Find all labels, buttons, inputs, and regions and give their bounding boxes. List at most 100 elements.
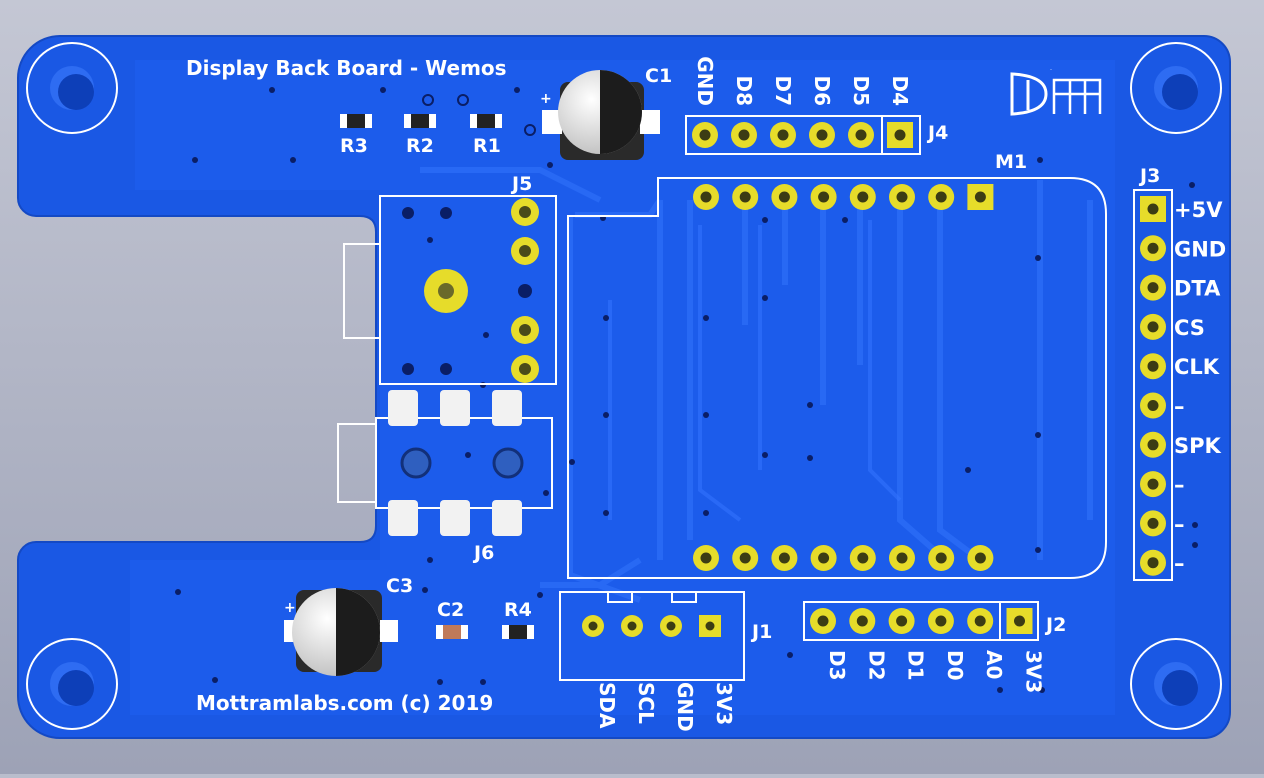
j4-outline bbox=[685, 115, 921, 155]
mounting-holes bbox=[26, 42, 1222, 730]
pin-label: SCL bbox=[634, 682, 658, 724]
m1-pin bbox=[849, 545, 876, 571]
label-c1: C1 bbox=[645, 65, 672, 87]
j4-pin bbox=[770, 122, 796, 148]
m1-pin bbox=[928, 184, 955, 210]
j3-pins bbox=[1140, 196, 1166, 576]
j4-pin bbox=[848, 122, 874, 148]
j6-connector bbox=[337, 390, 553, 536]
m1-pin bbox=[849, 184, 876, 210]
pin-label: 3V3 bbox=[712, 682, 736, 725]
j3-pin bbox=[1140, 549, 1166, 576]
j2-pin bbox=[849, 608, 876, 634]
j3-pin bbox=[1140, 274, 1166, 301]
label-m1: M1 bbox=[995, 151, 1027, 173]
dm-logo bbox=[1010, 72, 1102, 116]
m1-pin bbox=[732, 184, 759, 210]
j3-pin bbox=[1140, 471, 1166, 498]
pin-label: CS bbox=[1174, 316, 1205, 340]
svg-text:+: + bbox=[540, 91, 552, 107]
j4-pin-labels: GND D8 D7 D6 D5 D4 bbox=[693, 56, 912, 106]
m1-pin bbox=[967, 184, 994, 210]
board-footer: Mottramlabs.com (c) 2019 bbox=[196, 691, 493, 715]
capacitor-c1: + bbox=[540, 70, 660, 160]
pin-label: D6 bbox=[810, 75, 834, 106]
label-c2: C2 bbox=[437, 599, 464, 621]
m1-pin bbox=[693, 184, 719, 210]
pin-label: D7 bbox=[771, 75, 795, 106]
pin-label: – bbox=[1174, 552, 1185, 576]
pin-label: GND bbox=[693, 56, 717, 106]
m1-pin bbox=[810, 545, 837, 571]
pin-label: +5V bbox=[1174, 198, 1223, 222]
resistors-top bbox=[340, 114, 502, 128]
m1-pin bbox=[928, 545, 955, 571]
pin-label: A0 bbox=[982, 650, 1006, 679]
j2-outline bbox=[803, 601, 1039, 641]
pin-label: D4 bbox=[888, 75, 912, 106]
svg-text:+: + bbox=[284, 600, 296, 616]
j2-pins bbox=[810, 608, 1033, 634]
pin-label: D0 bbox=[943, 650, 967, 681]
j3-pin bbox=[1140, 196, 1166, 222]
j3-pin-labels: +5V GND DTA CS CLK – SPK – – – bbox=[1174, 198, 1226, 576]
j3-pin bbox=[1140, 510, 1166, 537]
pin-label: – bbox=[1174, 473, 1185, 497]
label-r3: R3 bbox=[340, 135, 368, 157]
pin-label: D8 bbox=[732, 75, 756, 106]
j2-pin bbox=[888, 608, 915, 634]
pin-label: 3V3 bbox=[1022, 650, 1046, 693]
label-c3: C3 bbox=[386, 575, 413, 597]
m1-pin bbox=[732, 545, 759, 571]
m1-pin bbox=[889, 545, 915, 571]
pin-label: GND bbox=[673, 682, 697, 732]
j3-pin bbox=[1140, 353, 1166, 380]
pin-label: D5 bbox=[849, 75, 873, 106]
pin-label: – bbox=[1174, 395, 1185, 419]
m1-pin bbox=[889, 184, 915, 210]
j1-pin bbox=[582, 615, 604, 637]
j3-pin bbox=[1140, 313, 1166, 340]
label-r4: R4 bbox=[504, 599, 532, 621]
pin-label: – bbox=[1174, 512, 1185, 536]
m1-pin bbox=[967, 545, 994, 571]
traces-light bbox=[608, 220, 902, 522]
label-r2: R2 bbox=[406, 135, 434, 157]
label-j6: J6 bbox=[472, 542, 494, 564]
pin-label: D3 bbox=[825, 650, 849, 681]
j4-pins bbox=[692, 122, 913, 148]
j2-pin bbox=[927, 608, 954, 634]
j4-pin bbox=[809, 122, 835, 148]
pin-label: CLK bbox=[1174, 355, 1220, 379]
pin-label: GND bbox=[1174, 237, 1226, 261]
label-j4: J4 bbox=[926, 122, 948, 144]
m1-pins bbox=[693, 184, 994, 571]
pin-label: SPK bbox=[1174, 434, 1222, 458]
j4-pin bbox=[692, 122, 718, 148]
j1-pin bbox=[660, 615, 682, 637]
label-j5: J5 bbox=[510, 173, 532, 195]
pin-label: D1 bbox=[904, 650, 928, 681]
capacitor-c3: + bbox=[284, 588, 398, 676]
c2-r4 bbox=[436, 625, 534, 639]
j1-pin bbox=[699, 615, 721, 637]
j2-pin bbox=[810, 608, 836, 634]
j3-pin bbox=[1140, 235, 1166, 262]
pin-label: DTA bbox=[1174, 277, 1221, 301]
m1-outline bbox=[567, 177, 1107, 579]
m1-pin bbox=[771, 545, 798, 571]
label-j3: J3 bbox=[1138, 165, 1160, 187]
j5-pins bbox=[402, 198, 539, 383]
j2-pin bbox=[1006, 608, 1033, 634]
j1-pin bbox=[621, 615, 643, 637]
j4-pin bbox=[887, 122, 913, 148]
board-title: Display Back Board - Wemos bbox=[186, 56, 507, 80]
j4-pin bbox=[731, 122, 757, 148]
j1-pins bbox=[582, 615, 721, 637]
m1-pin bbox=[810, 184, 837, 210]
vias bbox=[175, 87, 1198, 693]
